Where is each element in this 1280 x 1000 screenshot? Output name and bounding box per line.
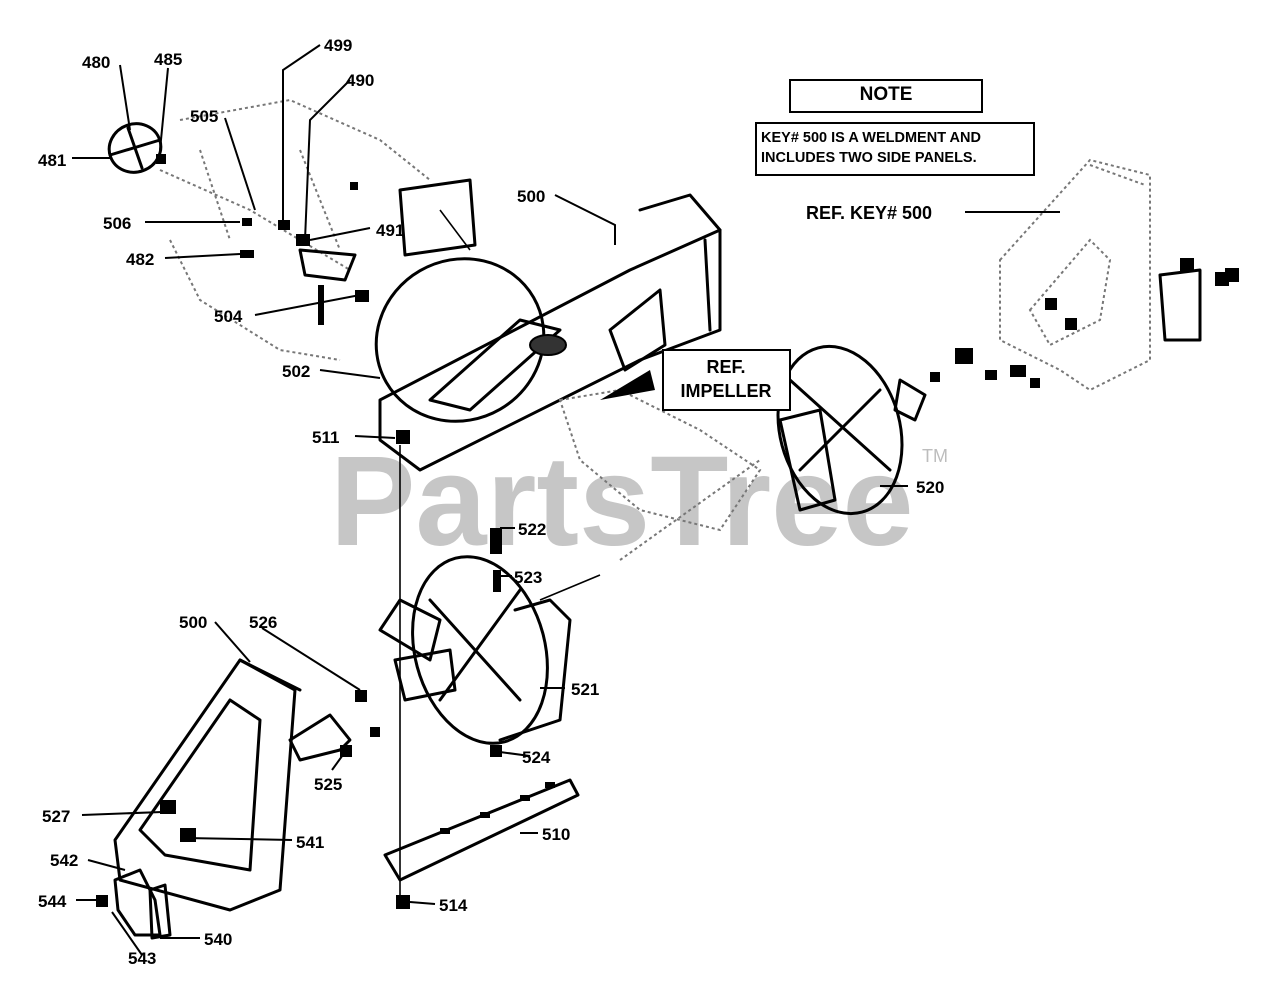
- callout-505: 505: [190, 107, 218, 126]
- callout-490: 490: [346, 71, 374, 90]
- callout-540: 540: [204, 930, 232, 949]
- callout-524: 524: [522, 748, 551, 767]
- note-line-2: INCLUDES TWO SIDE PANELS.: [761, 150, 977, 166]
- callout-542: 542: [50, 851, 78, 870]
- callout-544: 544: [38, 892, 67, 911]
- callout-491: 491: [376, 221, 404, 240]
- callout-482: 482: [126, 250, 154, 269]
- callout-511: 511: [312, 428, 339, 447]
- callout-480: 480: [82, 53, 110, 72]
- callout-499: 499: [324, 36, 352, 55]
- ref-key500-label: REF. KEY# 500: [806, 203, 932, 223]
- ref-impeller-line-1: REF.: [706, 357, 745, 377]
- note-line-1: KEY# 500 IS A WELDMENT AND: [761, 130, 981, 146]
- callout-543: 543: [128, 949, 156, 968]
- note-box: NOTE KEY# 500 IS A WELDMENT AND INCLUDES…: [755, 79, 1035, 176]
- callout-485: 485: [154, 50, 182, 69]
- leader-lines: [72, 44, 1060, 956]
- shave-plate: [383, 778, 580, 909]
- callout-523: 523: [514, 568, 542, 587]
- callout-514: 514: [439, 896, 468, 915]
- side-panel-right: [999, 158, 1239, 392]
- ref-impeller-box: REF. IMPELLER: [600, 349, 791, 411]
- note-title: NOTE: [860, 84, 913, 105]
- callout-526: 526: [249, 613, 277, 632]
- auger-left: [378, 432, 601, 900]
- callout-520: 520: [916, 478, 944, 497]
- callout-504: 504: [214, 307, 243, 326]
- watermark-trademark: TM: [922, 446, 948, 466]
- auger-right: [776, 344, 1040, 516]
- callout-506: 506: [103, 214, 131, 233]
- callout-502: 502: [282, 362, 310, 381]
- callout-481: 481: [38, 151, 66, 170]
- callout-541: 541: [296, 833, 324, 852]
- callout-500-top: 500: [517, 187, 545, 206]
- callout-500-left: 500: [179, 613, 207, 632]
- callout-510: 510: [542, 825, 570, 844]
- side-panel-left: [96, 658, 380, 940]
- callout-527: 527: [42, 807, 70, 826]
- ref-impeller-line-2: IMPELLER: [680, 381, 771, 401]
- callout-525: 525: [314, 775, 342, 794]
- callout-522: 522: [518, 520, 546, 539]
- part-callouts: 480 485 499 490 505 481 506 491 482 504 …: [38, 36, 944, 968]
- auger-housing-upper: [374, 178, 762, 561]
- callout-521: 521: [571, 680, 599, 699]
